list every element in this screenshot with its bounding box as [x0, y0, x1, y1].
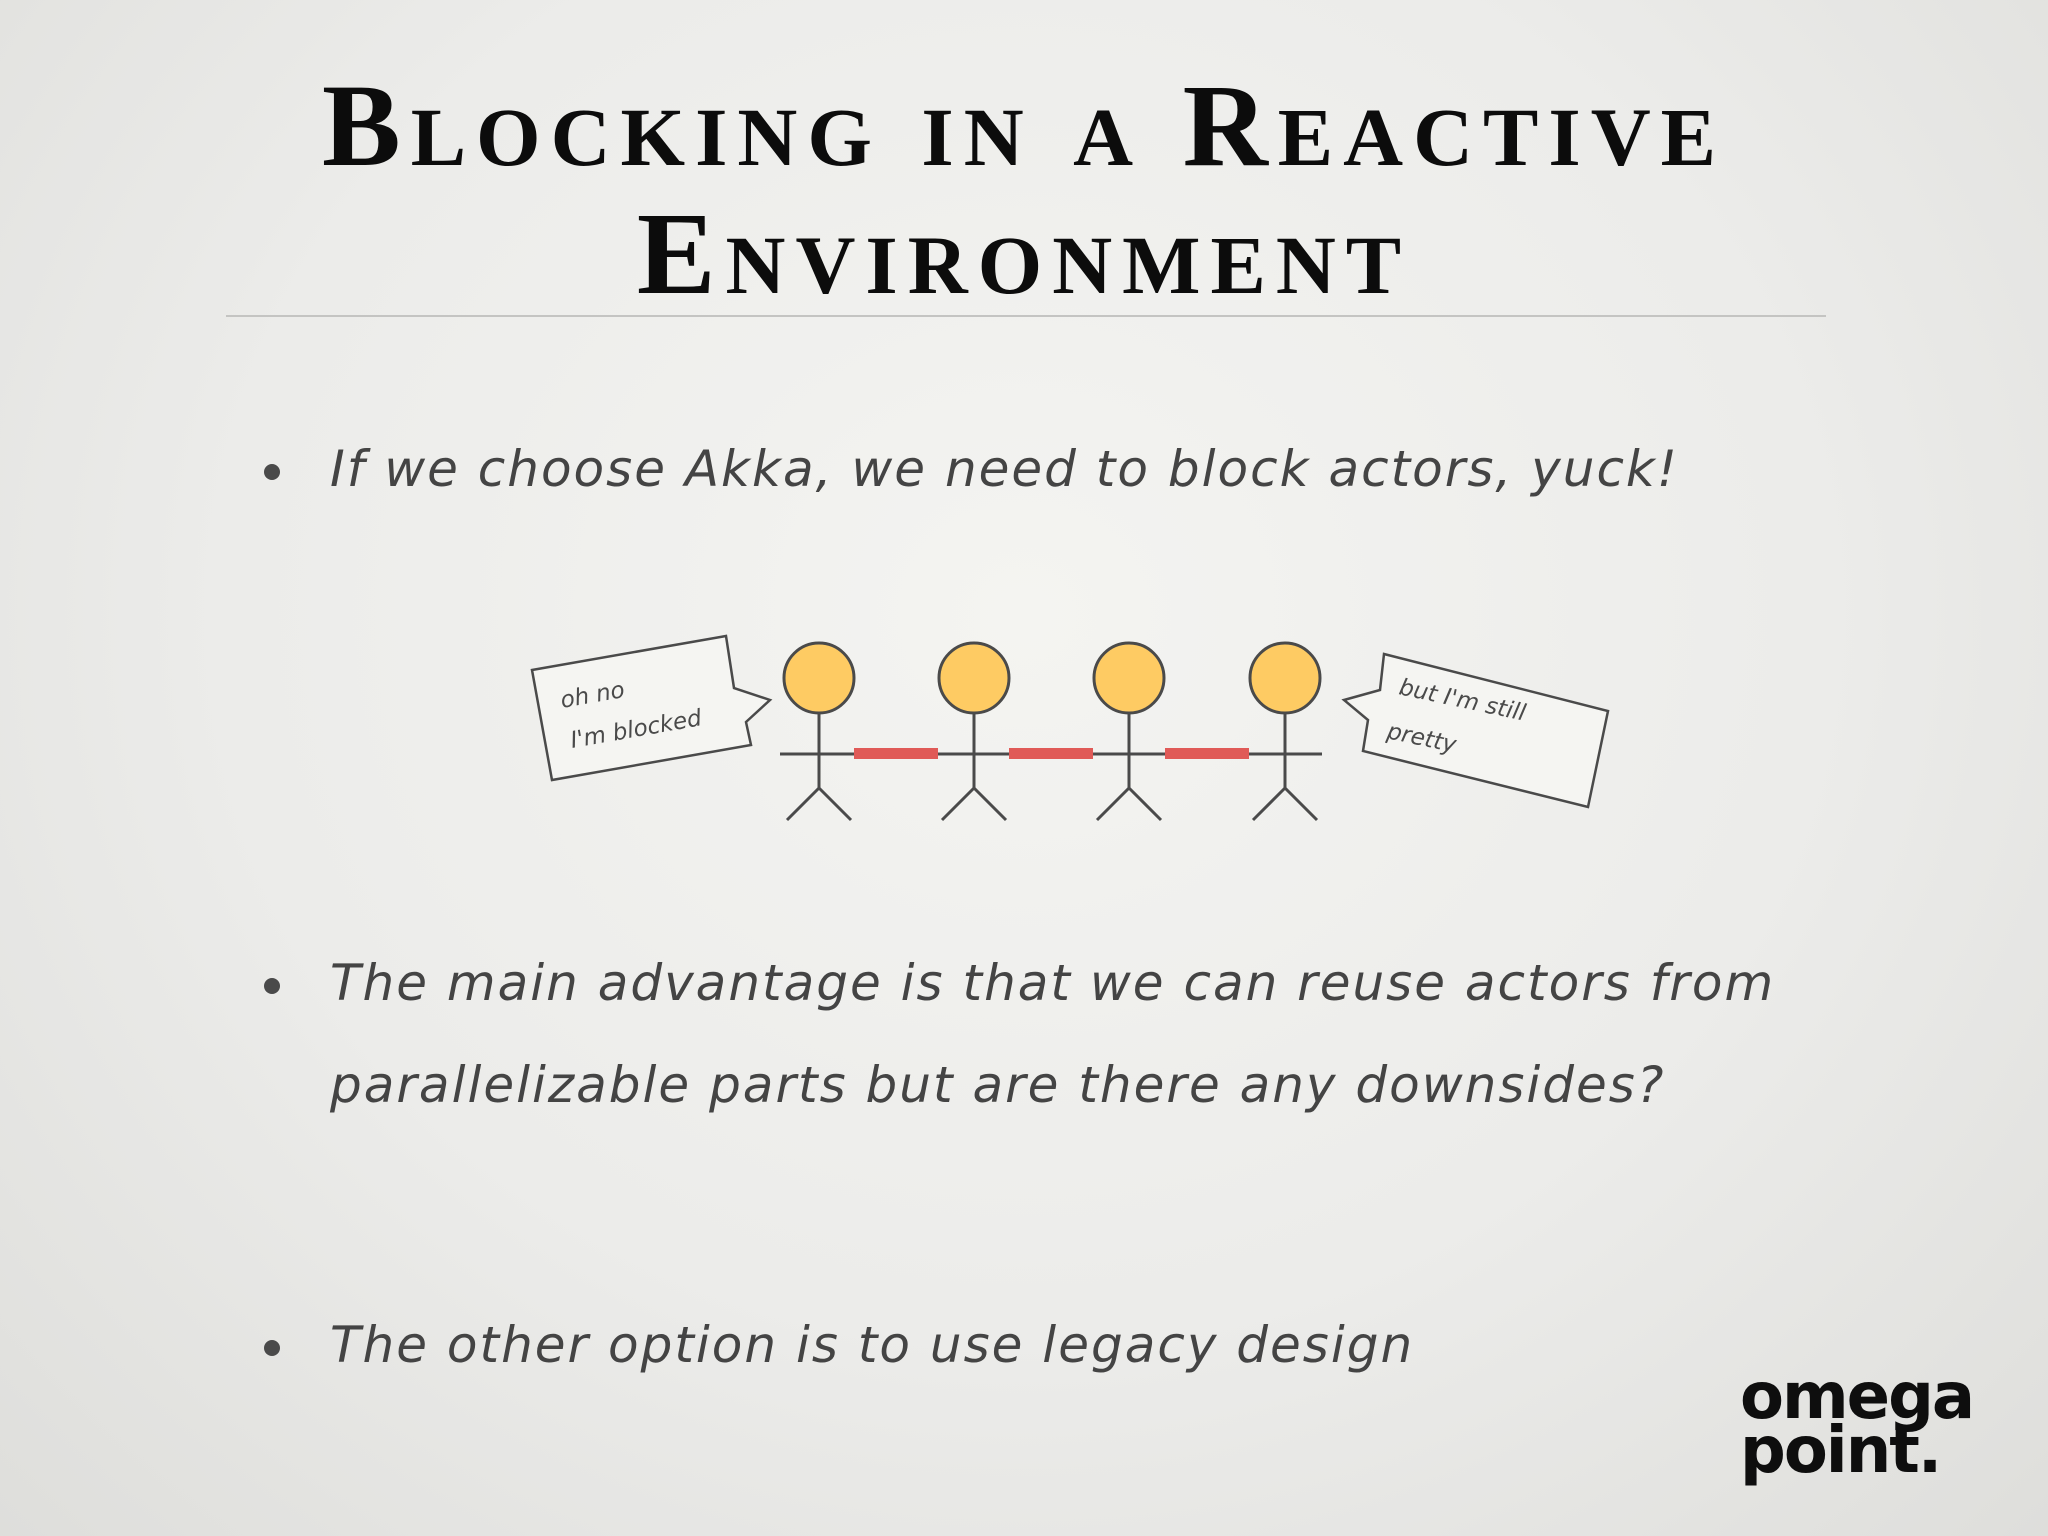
right-speech-bubble: but I'm still pretty — [1341, 652, 1610, 809]
bullet-text-3: The other option is to use legacy design — [330, 1316, 1415, 1374]
bullet-text-2: The main advantage is that we can reuse … — [330, 954, 1776, 1114]
bullet-item-1: If we choose Akka, we need to block acto… — [264, 418, 1928, 520]
actor-figure-4 — [1248, 641, 1322, 822]
blocked-actors-illustration: oh no I'm blocked but I'm still pretty — [530, 634, 1610, 822]
left-speech-bubble-outline — [530, 634, 773, 782]
logo-line-1: omega — [1740, 1360, 1975, 1434]
slide-title-line-2: Environment — [636, 188, 1412, 319]
actor-head-icon — [1248, 641, 1322, 715]
left-speech-bubble: oh no I'm blocked — [530, 634, 773, 782]
bullet-text-1: If we choose Akka, we need to block acto… — [330, 440, 1679, 498]
title-divider — [226, 315, 1826, 317]
bullet-dot-icon — [264, 978, 280, 994]
bullet-item-2: The main advantage is that we can reuse … — [264, 932, 1928, 1136]
slide-title: Blocking in a Reactive Environment — [0, 62, 2048, 318]
actor-head-icon — [1092, 641, 1166, 715]
blocking-link-3 — [1165, 748, 1249, 759]
actor-head-icon — [937, 641, 1011, 715]
actor-head-icon — [782, 641, 856, 715]
omega-point-logo: omega point. — [1740, 1360, 2020, 1488]
right-speech-bubble-outline — [1341, 652, 1610, 809]
bullet-dot-icon — [264, 1340, 280, 1356]
actor-figure-3 — [1092, 641, 1166, 822]
actor-figure-1 — [782, 641, 856, 822]
logo-line-2: point. — [1740, 1414, 1942, 1488]
bullet-item-3: The other option is to use legacy design — [264, 1294, 1928, 1396]
slide-title-line-1: Blocking in a Reactive — [321, 60, 1727, 191]
blocking-link-2 — [1009, 748, 1093, 759]
blocking-links — [854, 748, 1249, 759]
actor-figure-2 — [937, 641, 1011, 822]
bullet-dot-icon — [264, 464, 280, 480]
blocking-link-1 — [854, 748, 938, 759]
